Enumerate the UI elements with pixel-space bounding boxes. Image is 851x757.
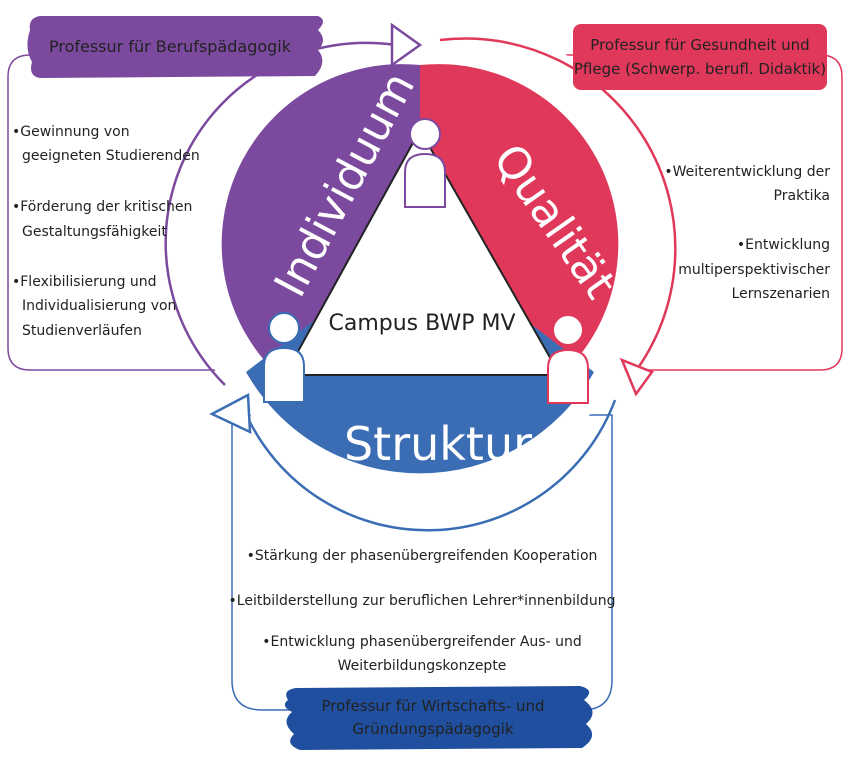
list-item: Lernszenarien [732, 286, 830, 302]
left-points: •Gewinnung von geeigneten Studierenden •… [12, 124, 200, 339]
list-item: •Gewinnung von [12, 124, 130, 140]
center-triangle [283, 127, 562, 376]
banner-gesundheit-line2: Pflege (Schwerp. berufl. Didaktik) [574, 60, 826, 78]
right-points: •Weiterentwicklung der Praktika •Entwick… [664, 164, 830, 302]
segment-individuum [221, 64, 420, 361]
list-item: Gestaltungsfähigkeit [22, 224, 167, 240]
list-item: •Weiterentwicklung der [664, 164, 830, 180]
list-item: Studienverläufen [22, 323, 142, 339]
list-item: •Leitbilderstellung zur beruflichen Lehr… [229, 593, 616, 609]
arrow-head-individuum [390, 22, 423, 68]
list-item: Praktika [774, 188, 830, 204]
banner-berufspaedagogik [27, 16, 324, 78]
segment-qualitaet [420, 64, 619, 361]
arrow-head-qualitaet [619, 357, 654, 397]
arrow-head-struktur [209, 392, 252, 435]
banner-gesundheit [573, 24, 827, 90]
list-item: •Flexibilisierung und [12, 274, 157, 290]
center-label: Campus BWP MV [329, 311, 516, 336]
label-struktur: Struktur [344, 417, 532, 471]
list-item: •Entwicklung phasenübergreifender Aus- u… [262, 634, 581, 650]
arrow-individuum [164, 41, 396, 386]
list-item: multiperspektivischer [678, 262, 830, 278]
list-item: •Stärkung der phasenübergreifenden Koope… [247, 548, 598, 564]
list-item: Weiterbildungskonzepte [338, 658, 507, 674]
bottom-points: •Stärkung der phasenübergreifenden Koope… [229, 548, 616, 674]
arrow-qualitaet [439, 37, 677, 369]
person-icon-top [404, 118, 446, 208]
list-item: geeigneten Studierenden [22, 148, 200, 164]
banner-berufspaedagogik-label: Professur für Berufspädagogik [49, 37, 292, 56]
banner-wirtschaft-line1: Professur für Wirtschafts- und [321, 697, 544, 715]
person-icon-left [263, 312, 305, 403]
list-item: •Förderung der kritischen [12, 199, 192, 215]
banner-wirtschaft-line2: Gründungspädagogik [352, 720, 513, 738]
banner-wirtschaft [284, 686, 593, 750]
person-icon-right [547, 314, 589, 404]
arrow-struktur [243, 399, 617, 532]
banner-gesundheit-line1: Professur für Gesundheit und [590, 36, 809, 54]
list-item: Individualisierung von [22, 298, 176, 314]
list-item: •Entwicklung [737, 237, 830, 253]
